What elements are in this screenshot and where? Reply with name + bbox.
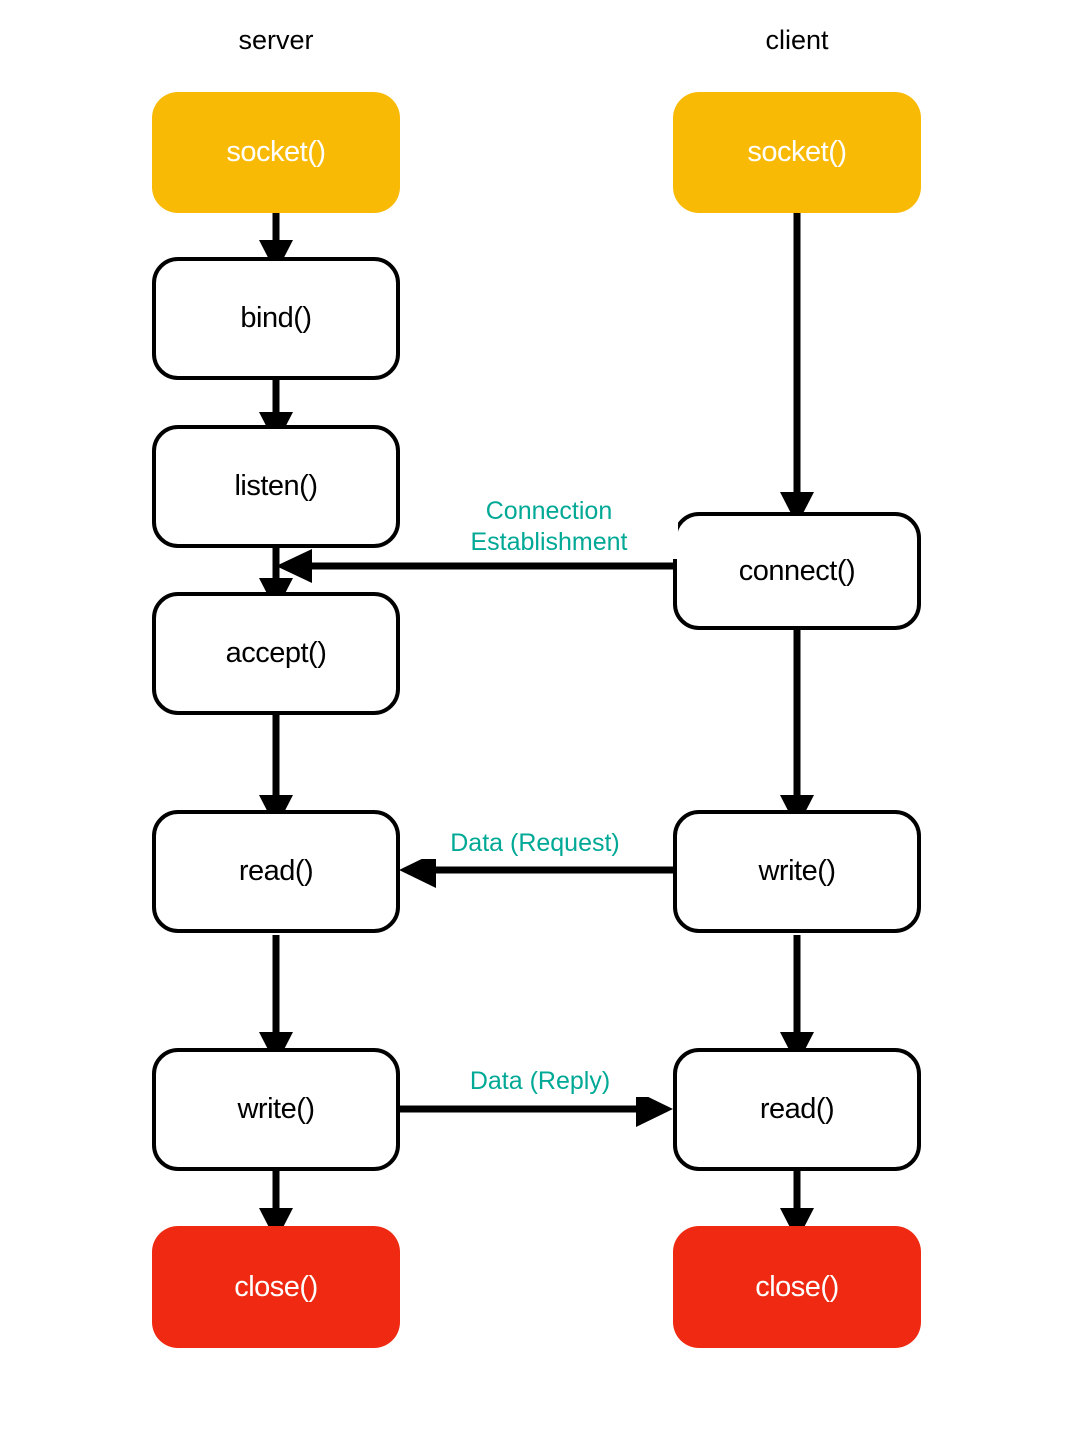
- node-client-connect[interactable]: connect(): [673, 512, 921, 630]
- column-title-client: client: [765, 25, 829, 55]
- edge-connection-establishment: [276, 549, 673, 583]
- node-server-accept[interactable]: accept(): [152, 592, 400, 715]
- edge-label-data-request: Data (Request): [420, 828, 650, 860]
- node-server-read[interactable]: read(): [152, 810, 400, 933]
- node-server-bind[interactable]: bind(): [152, 257, 400, 380]
- column-title-server: server: [238, 25, 314, 55]
- node-server-listen[interactable]: listen(): [152, 425, 400, 548]
- node-client-socket[interactable]: socket(): [673, 92, 921, 213]
- edge-label-data-reply: Data (Reply): [425, 1066, 655, 1098]
- edge-label-connection-establishment: Connection Establishment: [420, 496, 678, 559]
- node-server-socket[interactable]: socket(): [152, 92, 400, 213]
- edge-data-request: [399, 852, 673, 888]
- node-server-close[interactable]: close(): [152, 1226, 400, 1348]
- node-server-write[interactable]: write(): [152, 1048, 400, 1171]
- edge-data-reply: [400, 1091, 673, 1127]
- node-client-close[interactable]: close(): [673, 1226, 921, 1348]
- node-client-read[interactable]: read(): [673, 1048, 921, 1171]
- node-client-write[interactable]: write(): [673, 810, 921, 933]
